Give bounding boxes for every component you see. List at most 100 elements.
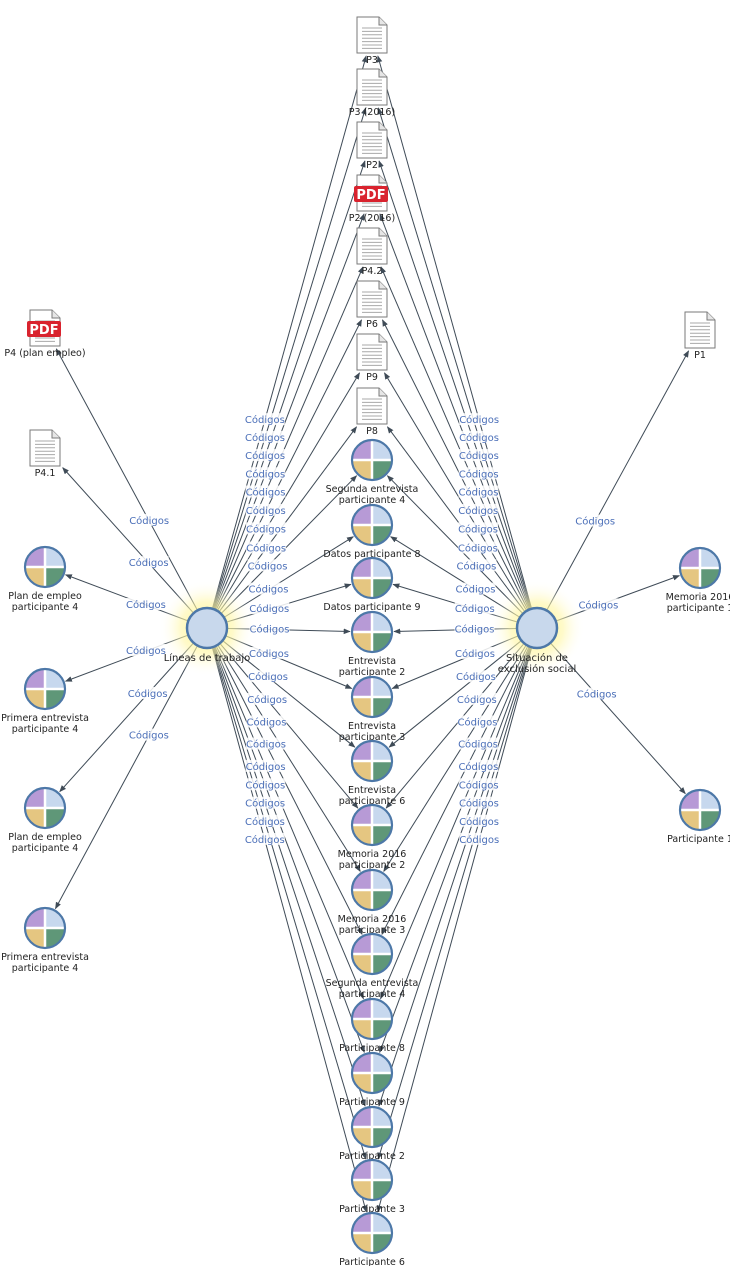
node-p6[interactable]: P6 bbox=[356, 280, 388, 330]
edge-label-text: Códigos bbox=[247, 694, 287, 706]
edge-label: Códigos bbox=[245, 796, 286, 810]
edge-label-bg bbox=[249, 602, 290, 615]
edge-lineas-to-p6 bbox=[215, 319, 362, 610]
node-p9[interactable]: P9 bbox=[356, 333, 388, 383]
node-label: P2 bbox=[366, 160, 378, 171]
case-quadrant bbox=[352, 805, 372, 825]
edge-label: Códigos bbox=[245, 778, 286, 791]
node-c_part9[interactable]: Participante 9 bbox=[339, 1051, 405, 1108]
case-quadrant bbox=[352, 1180, 372, 1200]
edge-label-text: Códigos bbox=[126, 645, 166, 657]
edge-label-text: Códigos bbox=[247, 716, 287, 728]
node-label: Entrevista bbox=[348, 721, 396, 732]
node-c_part2[interactable]: Participante 2 bbox=[339, 1105, 405, 1162]
edge-situacion-to-c_part6 bbox=[376, 648, 532, 1213]
case-quadrant bbox=[25, 547, 45, 567]
node-c_part1[interactable]: Participante 1 bbox=[667, 788, 730, 845]
node-p41[interactable]: P4.1 bbox=[29, 429, 61, 479]
pdf-badge: PDF bbox=[354, 186, 388, 203]
node-p2[interactable]: P2 bbox=[356, 121, 388, 171]
node-label: Segunda entrevista bbox=[326, 978, 419, 989]
case-quadrant bbox=[372, 1160, 392, 1180]
node-c_dat9[interactable]: Datos participante 9 bbox=[323, 556, 421, 613]
edge-label-text: Códigos bbox=[248, 671, 288, 683]
node-p3[interactable]: P3 bbox=[356, 16, 388, 66]
code-node-lineas[interactable]: Líneas de trabajo bbox=[159, 580, 255, 676]
case-quadrant bbox=[25, 567, 45, 587]
edge-label-text: Códigos bbox=[456, 584, 496, 596]
node-label: participante 4 bbox=[12, 602, 79, 613]
edge-label: Códigos bbox=[458, 522, 499, 535]
node-p3_2016[interactable]: P3 (2016) bbox=[349, 68, 395, 118]
edge-label-bg bbox=[576, 687, 617, 700]
case-quadrant bbox=[352, 505, 372, 525]
edge-label-bg bbox=[129, 513, 170, 526]
case-quadrant bbox=[45, 567, 65, 587]
node-label: participante 4 bbox=[339, 495, 406, 506]
edge-label: Códigos bbox=[125, 598, 166, 611]
edge-label: Códigos bbox=[458, 759, 499, 773]
edge-label-text: Códigos bbox=[455, 648, 495, 660]
node-p1[interactable]: P1 bbox=[684, 311, 716, 361]
edge-lineas-to-p42 bbox=[214, 266, 364, 609]
edge-label-text: Códigos bbox=[459, 468, 499, 480]
case-quadrant bbox=[680, 548, 700, 568]
case-quadrant bbox=[372, 578, 392, 598]
case-quadrant bbox=[372, 954, 392, 974]
node-label: Datos participante 9 bbox=[323, 602, 420, 613]
node-label: P3 bbox=[366, 55, 378, 66]
edge-label: Códigos bbox=[244, 413, 285, 426]
edge-label-text: Códigos bbox=[249, 603, 289, 615]
edge-lineas-to-p3_2016 bbox=[212, 107, 367, 609]
edge-label-text: Códigos bbox=[459, 414, 499, 426]
edge-label: Códigos bbox=[455, 646, 496, 660]
case-quadrant bbox=[372, 1073, 392, 1093]
edge-lineas-to-p2 bbox=[213, 160, 366, 609]
node-c_part3[interactable]: Participante 3 bbox=[339, 1158, 405, 1215]
node-label: P9 bbox=[366, 372, 378, 383]
edge-label-bg bbox=[458, 737, 499, 750]
edge-situacion-to-p3 bbox=[376, 55, 532, 608]
edge-label-text: Códigos bbox=[129, 515, 169, 527]
case-quadrant bbox=[25, 808, 45, 828]
edge-label-bg bbox=[245, 467, 286, 480]
node-label: Plan de empleo bbox=[8, 832, 82, 843]
edge-label-text: Códigos bbox=[459, 816, 499, 828]
edge-label-bg bbox=[459, 832, 500, 845]
case-quadrant bbox=[680, 568, 700, 588]
node-label: participante 3 bbox=[339, 732, 406, 743]
node-c_part6[interactable]: Participante 6 bbox=[339, 1211, 405, 1266]
node-p42[interactable]: P4.2 bbox=[356, 227, 388, 277]
edge-label: Códigos bbox=[125, 643, 166, 657]
edge-label: Códigos bbox=[459, 430, 500, 444]
edge-label-bg bbox=[249, 622, 290, 635]
edge-label: Códigos bbox=[127, 686, 168, 700]
node-p8[interactable]: P8 bbox=[356, 387, 388, 437]
edge-label: Códigos bbox=[249, 602, 290, 615]
edge-situacion-to-p2_2016 bbox=[379, 213, 531, 609]
node-c_part8[interactable]: Participante 8 bbox=[339, 997, 405, 1054]
edge-label-text: Códigos bbox=[250, 624, 290, 636]
edge-label: Códigos bbox=[245, 449, 286, 462]
page-fold bbox=[51, 430, 60, 439]
case-quadrant bbox=[372, 1053, 392, 1073]
case-quadrant bbox=[700, 810, 720, 830]
edge-label-text: Códigos bbox=[458, 542, 498, 554]
node-c_dat8[interactable]: Datos participante 8 bbox=[323, 503, 421, 560]
